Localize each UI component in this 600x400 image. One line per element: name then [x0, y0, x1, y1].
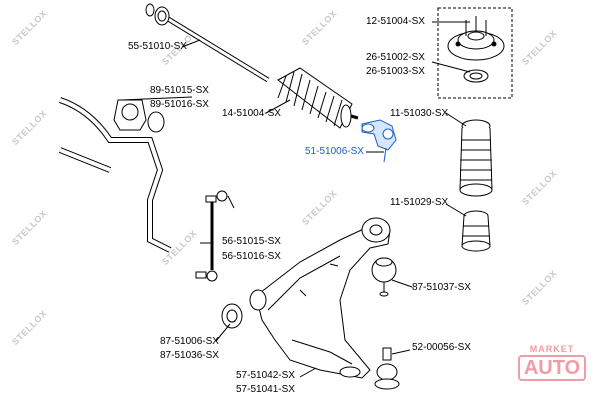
strut-bearing-part: [463, 69, 489, 83]
part-label-87-51037: 87-51037-SX: [412, 282, 471, 293]
bump-stop-part: [461, 210, 491, 252]
part-label-87-51006: 87-51006-SX: [160, 336, 219, 347]
stabilizer-bushing-part: [113, 99, 165, 133]
part-label-89-51015: 89-51015-SX: [150, 85, 209, 96]
part-label-26-51003: 26-51003-SX: [366, 66, 425, 77]
part-label-14-51004: 14-51004-SX: [222, 108, 281, 119]
part-label-52-00056: 52-00056-SX: [412, 342, 471, 353]
part-label-57-51042: 57-51042-SX: [236, 370, 295, 381]
part-label-56-51016: 56-51016-SX: [222, 251, 281, 262]
strut-mount-part: [447, 16, 505, 61]
part-label-11-51029: 11-51029-SX: [390, 197, 449, 208]
front-bushing-part: [221, 303, 243, 329]
part-label-87-51036: 87-51036-SX: [160, 350, 219, 361]
logo-line-1: MARKET: [529, 344, 575, 354]
tie-rod-end-part: [361, 119, 397, 163]
strut-boot-part: [459, 119, 493, 197]
tie-rod-part: [145, 3, 270, 83]
stabilizer-bar: [58, 97, 172, 253]
logo-line-2: AUTO: [517, 355, 587, 381]
part-label-56-51015: 56-51015-SX: [222, 236, 281, 247]
market-auto-logo: MARKET AUTO: [516, 344, 588, 388]
steering-boot-part: [277, 67, 359, 129]
part-label-55-51010: 55-51010-SX: [128, 41, 187, 52]
rear-bushing-part: [371, 257, 397, 297]
part-label-89-51016: 89-51016-SX: [150, 99, 209, 110]
ball-joint-part: [374, 347, 400, 390]
part-label-51-51006: 51-51006-SX: [305, 146, 364, 157]
lower-control-arm-part: [249, 217, 391, 379]
part-label-57-51041: 57-51041-SX: [236, 384, 295, 395]
leader-lines: [121, 21, 471, 378]
part-label-26-51002: 26-51002-SX: [366, 52, 425, 63]
part-label-11-51030: 11-51030-SX: [390, 108, 449, 119]
stabilizer-link-part: [195, 190, 235, 282]
part-label-12-51004: 12-51004-SX: [366, 16, 425, 27]
